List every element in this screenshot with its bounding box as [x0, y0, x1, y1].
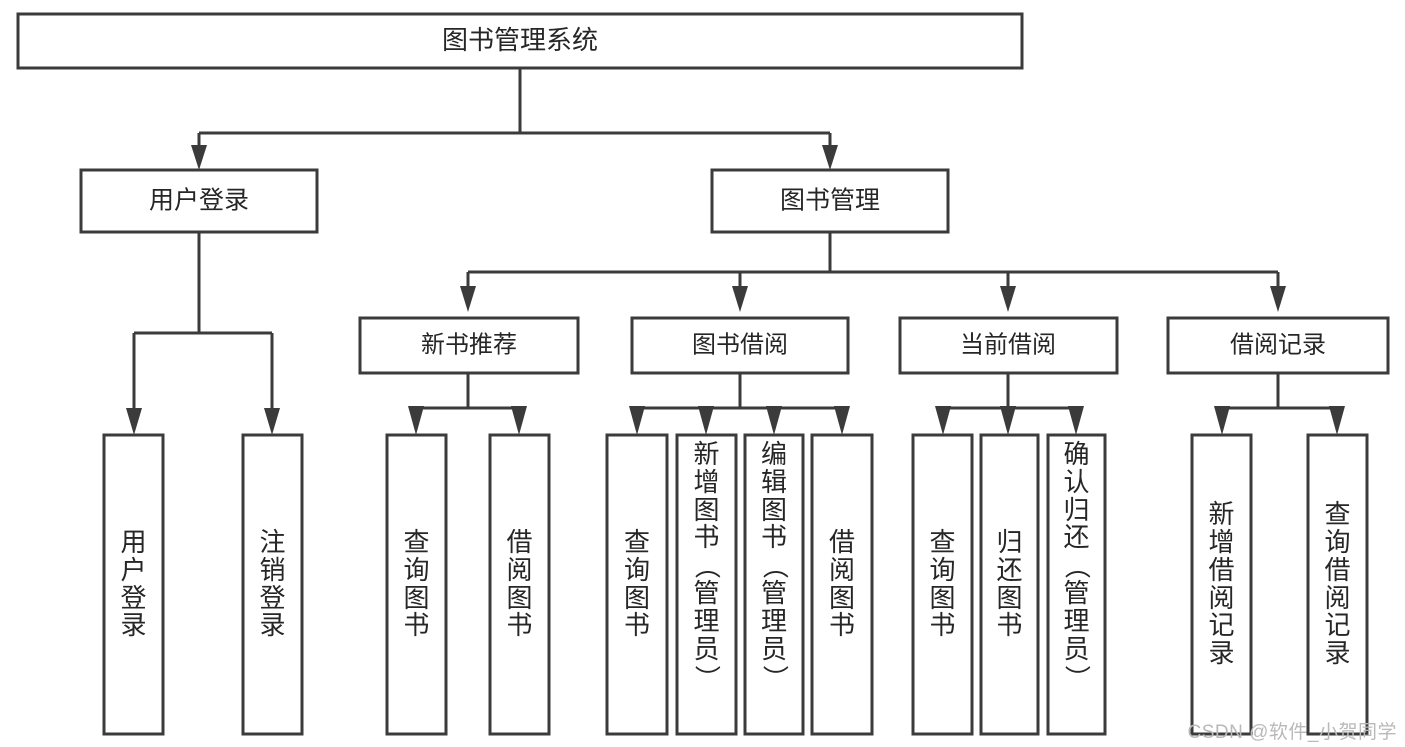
node-box-leaf-query-book-2[interactable]	[605, 433, 669, 736]
node-box-leaf-add-record[interactable]	[1190, 433, 1253, 736]
arrow-head-leaf-borrow-book-2	[834, 406, 850, 435]
node-box-borrow-record[interactable]	[1166, 316, 1390, 375]
arrow-head-leaf-add-record	[1214, 406, 1230, 435]
node-box-leaf-return-book[interactable]	[979, 433, 1040, 736]
connector-group-new-book-recommend	[408, 373, 527, 435]
arrow-head-leaf-borrow-book-1	[511, 406, 527, 435]
node-label-user-login: 用户登录	[149, 187, 249, 215]
arrow-head-book-borrow	[732, 286, 748, 312]
arrow-head-leaf-user-login	[126, 408, 142, 435]
arrow-head-bookmanage	[822, 145, 838, 170]
arrow-head-new-book-recommend	[460, 286, 476, 312]
node-box-book-manage[interactable]	[710, 168, 950, 234]
node-box-book-borrow[interactable]	[630, 316, 850, 375]
node-box-leaf-query-record[interactable]	[1306, 433, 1369, 736]
arrow-head-leaf-user-logout	[264, 408, 280, 435]
csdn-watermark: CSDN @软件_小贺同学	[1187, 722, 1397, 743]
arrow-head-leaf-query-record	[1329, 406, 1345, 435]
connector-group-borrow-record	[1214, 373, 1345, 435]
node-label-book-manage: 图书管理	[780, 187, 880, 215]
arrow-head-leaf-query-book-3	[935, 406, 951, 435]
arrow-head-borrow-record	[1270, 286, 1286, 312]
node-box-root[interactable]	[16, 12, 1024, 70]
node-box-current-borrow[interactable]	[898, 316, 1119, 375]
node-box-leaf-confirm-return[interactable]	[1046, 433, 1107, 736]
node-box-leaf-user-logout[interactable]	[241, 433, 304, 736]
node-label-borrow-record: 借阅记录	[1230, 331, 1326, 358]
node-box-new-book-recommend[interactable]	[358, 316, 580, 375]
node-box-leaf-edit-book[interactable]	[743, 433, 805, 736]
node-box-leaf-borrow-book-1[interactable]	[488, 433, 551, 736]
arrow-head-leaf-add-book	[698, 406, 714, 435]
node-box-leaf-add-book[interactable]	[675, 433, 738, 736]
connector-group-userlogin	[126, 232, 280, 435]
node-label-current-borrow: 当前借阅	[960, 331, 1056, 358]
arrow-head-leaf-confirm-return	[1068, 406, 1084, 435]
connector-group-root	[191, 68, 838, 170]
node-box-leaf-query-book-1[interactable]	[385, 433, 448, 736]
arrow-head-current-borrow	[1000, 286, 1016, 312]
arrow-head-leaf-query-book-1	[408, 406, 424, 435]
arrow-head-leaf-query-book-2	[629, 406, 645, 435]
node-box-user-login[interactable]	[79, 168, 319, 234]
node-box-leaf-borrow-book-2[interactable]	[810, 433, 874, 736]
node-label-new-book-recommend: 新书推荐	[421, 331, 517, 358]
arrow-head-leaf-return-book	[1000, 406, 1016, 435]
connector-group-current-borrow	[935, 373, 1084, 435]
arrow-head-leaf-edit-book	[766, 406, 782, 435]
connector-group-bookmanage	[460, 232, 1286, 312]
connector-group-book-borrow	[629, 373, 850, 435]
arrow-head-userlogin	[191, 145, 207, 170]
node-label-root: 图书管理系统	[442, 25, 598, 55]
node-box-leaf-query-book-3[interactable]	[911, 433, 974, 736]
node-label-book-borrow: 图书借阅	[692, 331, 788, 358]
node-box-leaf-user-login[interactable]	[102, 433, 165, 736]
